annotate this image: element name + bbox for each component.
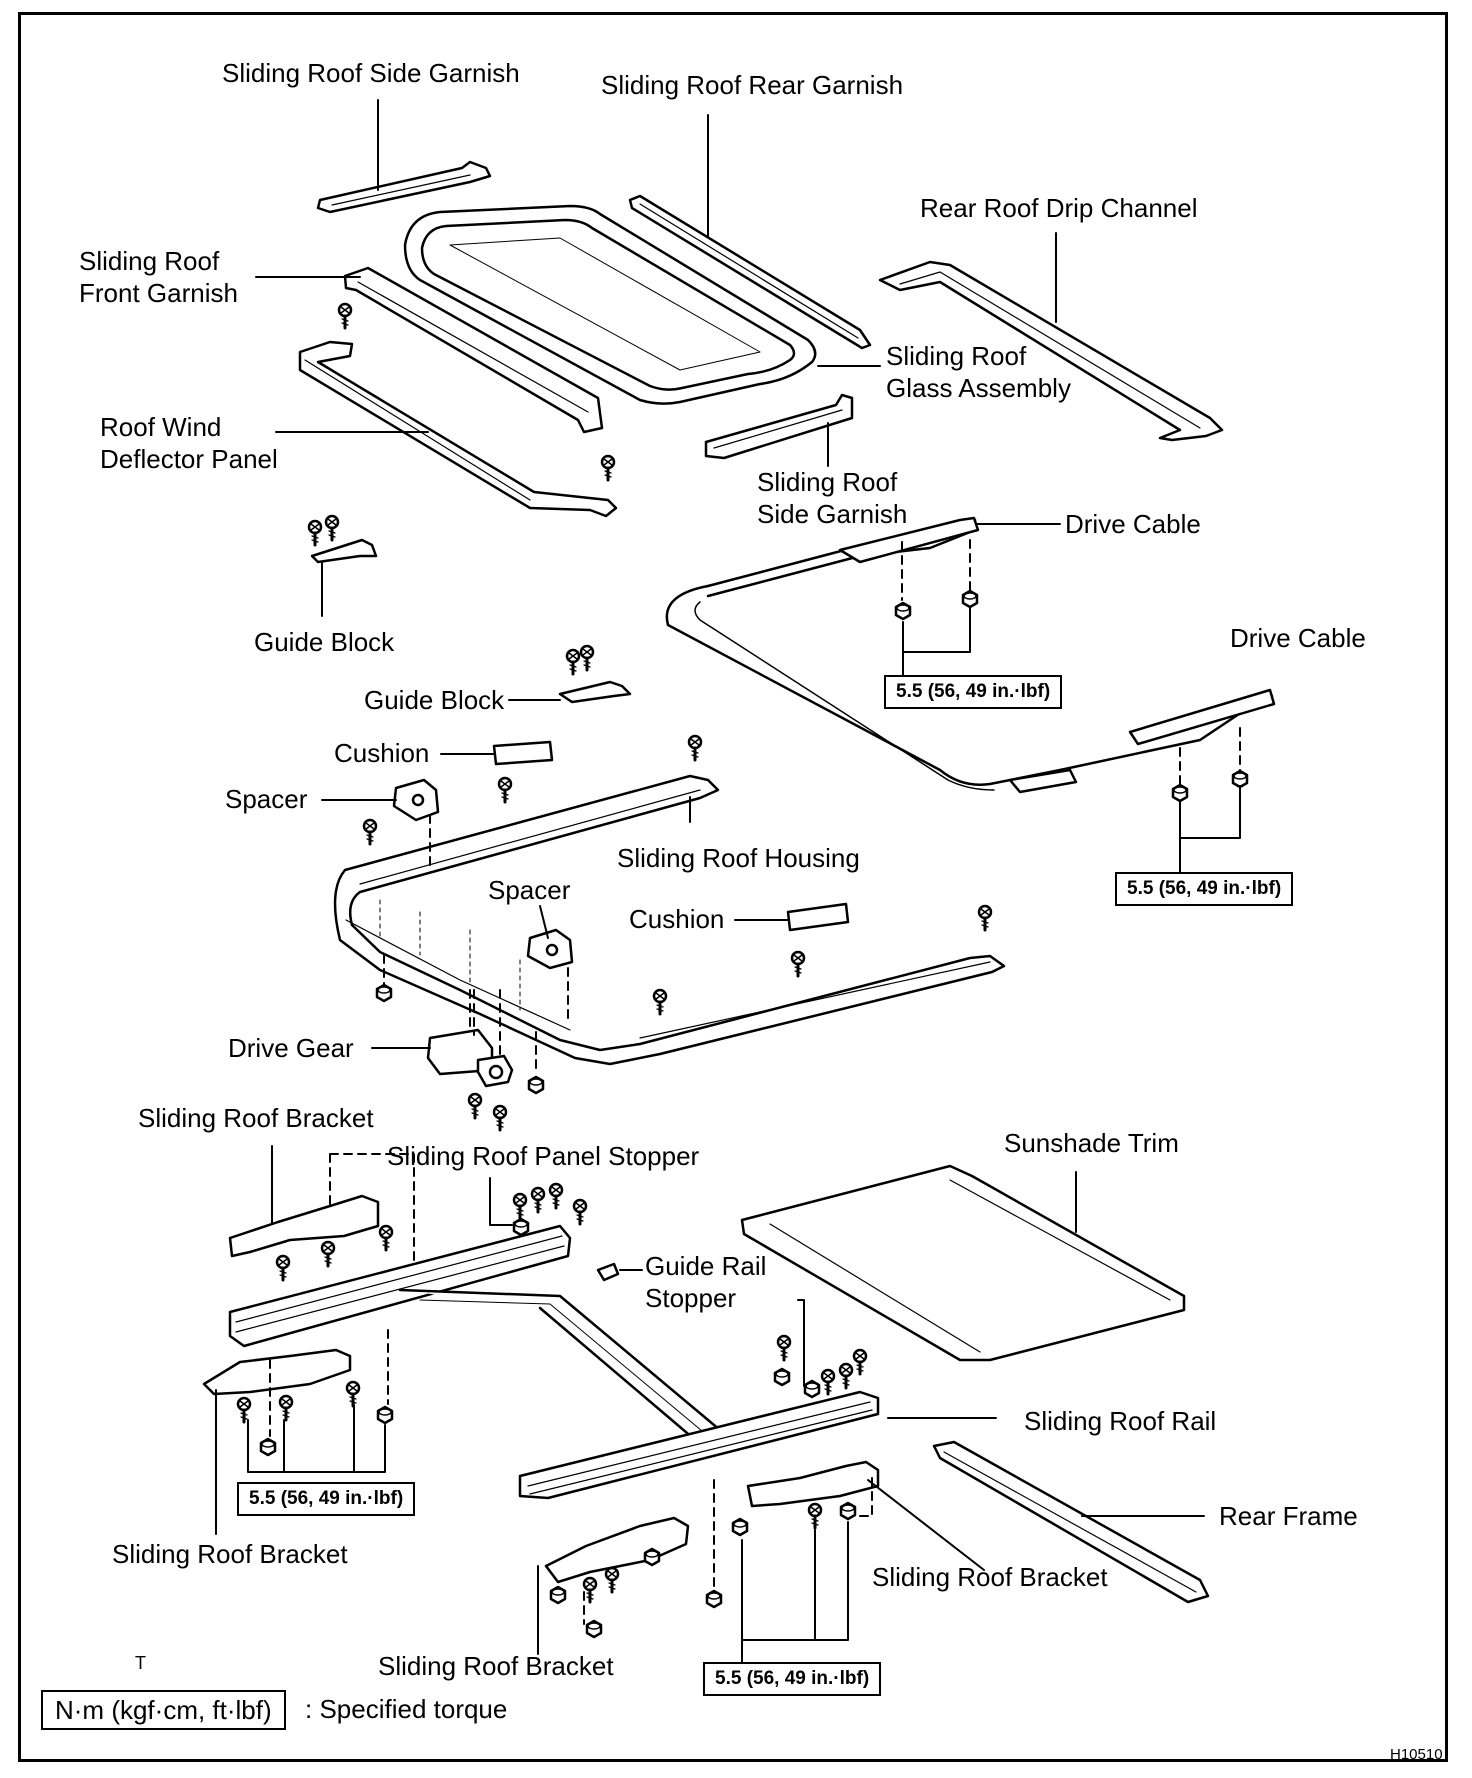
label-rear-drip-channel: Rear Roof Drip Channel	[920, 193, 1198, 223]
t-mark: T	[135, 1653, 146, 1673]
guide-block-left-part	[310, 538, 378, 564]
label-side-garnish-top: Sliding Roof Side Garnish	[222, 58, 520, 88]
torque-legend-box: N·m (kgf·cm, ft·lbf)	[41, 1690, 286, 1730]
cushion-top-part	[492, 740, 554, 766]
side-garnish-mid-part	[704, 393, 854, 460]
label-bracket-top-left: Sliding Roof Bracket	[138, 1103, 374, 1133]
label-drive-cable-top: Drive Cable	[1065, 509, 1201, 539]
label-cushion-top: Cushion	[334, 738, 430, 768]
label-cushion-mid: Cushion	[629, 904, 725, 934]
label-glass-assembly-line1: Sliding Roof	[886, 341, 1027, 371]
rear-drip-channel-part	[878, 260, 1224, 442]
label-housing: Sliding Roof Housing	[617, 843, 860, 873]
label-rail: Sliding Roof Rail	[1024, 1406, 1217, 1436]
label-wind-deflector-line1: Roof Wind	[100, 412, 222, 442]
label-bracket-bottom-right: Sliding Roof Bracket	[872, 1562, 1108, 1592]
label-guide-block-left: Guide Block	[254, 627, 395, 657]
torque-box-drive-cable-top: 5.5 (56, 49 in.·lbf)	[884, 675, 1063, 709]
bracket-lower-left-part	[202, 1348, 352, 1396]
label-rear-garnish: Sliding Roof Rear Garnish	[601, 70, 904, 100]
label-front-garnish-line2: Front Garnish	[79, 278, 238, 308]
label-glass-assembly-line2: Glass Assembly	[886, 373, 1071, 403]
label-bracket-bottom-left: Sliding Roof Bracket	[112, 1539, 348, 1569]
bracket-lower-right-part	[746, 1460, 880, 1508]
label-bracket-bottom-mid: Sliding Roof Bracket	[378, 1651, 614, 1681]
sunshade-trim-part	[740, 1164, 1186, 1362]
label-spacer-mid: Spacer	[488, 875, 571, 905]
spacer-left-part	[392, 778, 440, 822]
label-side-garnish-mid-line1: Sliding Roof	[757, 467, 898, 497]
label-side-garnish-mid-line2: Side Garnish	[757, 499, 908, 529]
glass-assembly-part	[403, 204, 817, 405]
cushion-mid-part	[786, 902, 850, 932]
label-sunshade-trim: Sunshade Trim	[1004, 1128, 1179, 1158]
bracket-lower-mid-part	[544, 1516, 690, 1584]
sliding-roof-housing-part	[333, 774, 1006, 1066]
label-guide-rail-stopper-line1: Guide Rail	[645, 1251, 767, 1281]
label-wind-deflector-line2: Deflector Panel	[100, 444, 278, 474]
sliding-roof-rail-part	[228, 1224, 880, 1500]
rear-frame-part	[932, 1440, 1210, 1604]
drive-gear-part	[426, 1028, 514, 1088]
label-rear-frame: Rear Frame	[1219, 1501, 1358, 1531]
label-front-garnish-line1: Sliding Roof	[79, 246, 220, 276]
torque-box-bracket-left: 5.5 (56, 49 in.·lbf)	[237, 1482, 416, 1516]
bracket-top-left-part	[228, 1194, 380, 1258]
label-panel-stopper: Sliding Roof Panel Stopper	[387, 1141, 700, 1171]
label-drive-gear: Drive Gear	[228, 1033, 354, 1063]
spacer-mid-part	[526, 928, 574, 970]
side-garnish-top-part	[316, 160, 492, 214]
wind-deflector-part	[298, 340, 618, 518]
guide-rail-stopper-part	[596, 1262, 620, 1282]
torque-legend-text: : Specified torque	[305, 1694, 508, 1724]
torque-box-bracket-right: 5.5 (56, 49 in.·lbf)	[703, 1662, 882, 1696]
drive-cable-part	[665, 516, 1276, 794]
label-spacer-left: Spacer	[225, 784, 308, 814]
torque-box-drive-cable-right: 5.5 (56, 49 in.·lbf)	[1115, 872, 1294, 906]
guide-block-mid-part	[558, 680, 632, 704]
label-guide-block-mid: Guide Block	[364, 685, 505, 715]
diagram-frame	[18, 12, 1448, 1762]
front-garnish-part	[343, 266, 604, 434]
label-guide-rail-stopper-line2: Stopper	[645, 1283, 737, 1313]
label-drive-cable-right: Drive Cable	[1230, 623, 1366, 653]
figure-code: H10510	[1390, 1746, 1443, 1763]
